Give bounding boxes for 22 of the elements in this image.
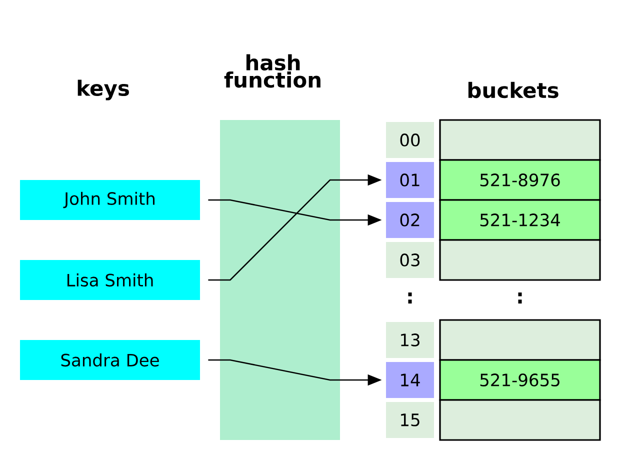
index-cell: 00 — [386, 122, 434, 158]
index-cell: 01 — [386, 162, 434, 198]
bucket-cell: 521-9655 — [439, 359, 601, 401]
bucket-cell — [439, 119, 601, 161]
key-box: Sandra Dee — [20, 340, 200, 380]
column-heading: hash function — [224, 54, 320, 88]
index-cell: 14 — [386, 362, 434, 398]
bucket-cell: 521-8976 — [439, 159, 601, 201]
key-box: John Smith — [20, 180, 200, 220]
bucket-cell — [439, 239, 601, 281]
bucket-cell — [439, 319, 601, 361]
index-cell: 02 — [386, 202, 434, 238]
bucket-cell — [439, 399, 601, 441]
ellipsis-mark: : — [518, 292, 522, 304]
column-heading: buckets — [468, 82, 558, 98]
ellipsis-mark: : — [408, 292, 412, 304]
column-heading: keys — [78, 80, 129, 100]
index-cell: 13 — [386, 322, 434, 358]
index-cell: 03 — [386, 242, 434, 278]
index-cell: 15 — [386, 402, 434, 438]
key-box: Lisa Smith — [20, 260, 200, 300]
bucket-cell: 521-1234 — [439, 199, 601, 241]
